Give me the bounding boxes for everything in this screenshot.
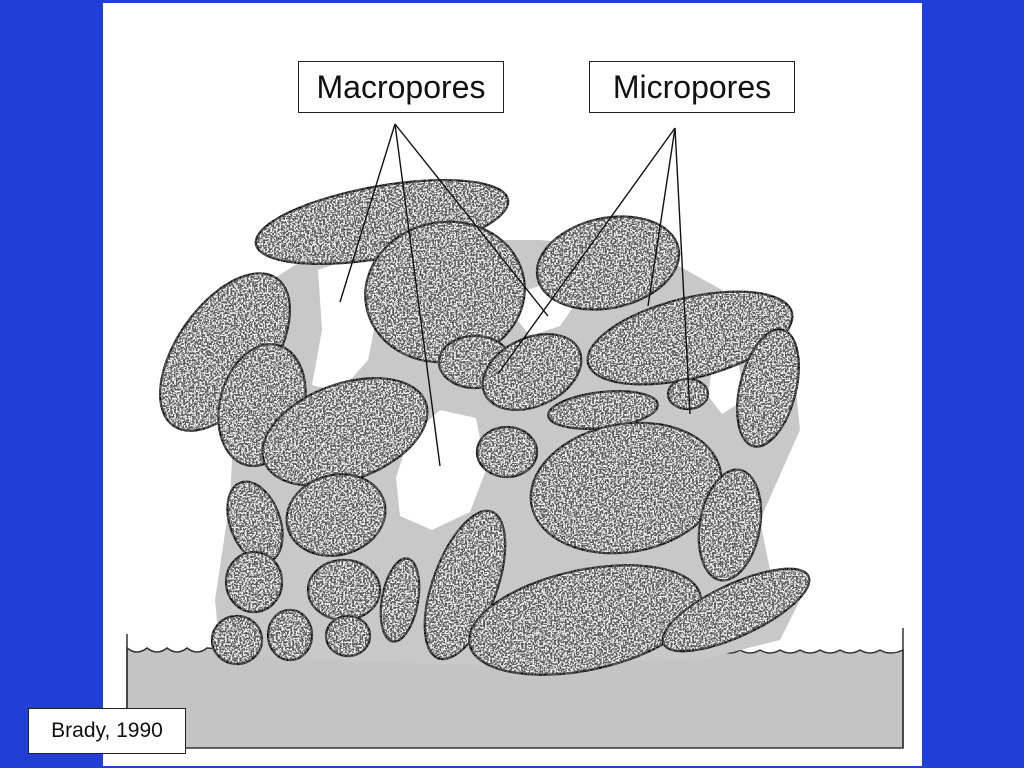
aggregate xyxy=(224,550,284,614)
macropore-void xyxy=(312,252,380,392)
aggregate xyxy=(379,557,421,643)
aggregate xyxy=(210,614,264,666)
aggregate xyxy=(266,608,314,662)
aggregate xyxy=(529,421,723,555)
soil-aggregates xyxy=(159,179,811,676)
aggregate xyxy=(481,333,583,411)
water-body xyxy=(126,646,904,749)
macropore-void xyxy=(396,410,486,530)
aggregate xyxy=(306,558,382,622)
macropores-leader-lines xyxy=(339,123,549,467)
aggregate xyxy=(535,215,681,311)
aggregate xyxy=(468,564,702,676)
aggregate xyxy=(423,509,507,661)
micropores-label: Micropores xyxy=(589,61,795,113)
macropore-voids xyxy=(312,252,744,530)
citation-box: Brady, 1990 xyxy=(28,708,186,754)
aggregate xyxy=(736,328,800,448)
micropores-leader-lines xyxy=(497,127,691,415)
aggregate xyxy=(586,290,794,386)
aggregate xyxy=(697,468,763,582)
macropores-label: Macropores xyxy=(298,61,504,113)
aggregate xyxy=(324,614,372,658)
aggregate xyxy=(475,425,539,479)
aggregate xyxy=(661,567,811,653)
aggregate xyxy=(285,473,387,557)
